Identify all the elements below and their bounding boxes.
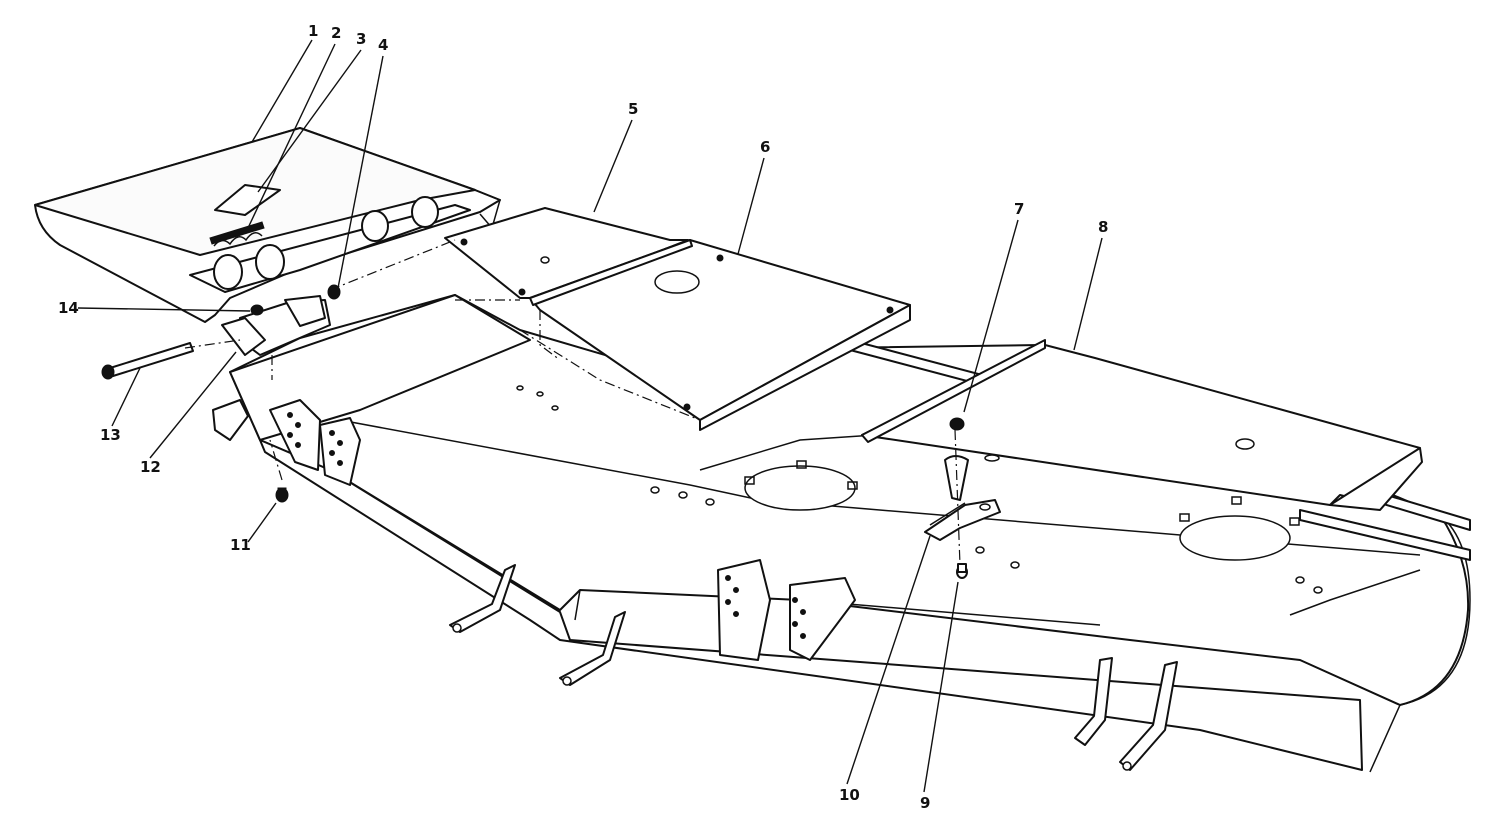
lower-bolt (956, 563, 968, 579)
callout-6-leader (737, 157, 765, 255)
callout-7: 7 (1014, 200, 1024, 218)
callout-12-leader (149, 351, 237, 459)
gauge-wheel-brackets (269, 399, 856, 661)
discharge-chute-cover (34, 127, 501, 323)
callout-2: 2 (331, 24, 341, 42)
center-belt-cover (529, 239, 911, 431)
callout-9: 9 (920, 794, 930, 812)
callout-14: 14 (58, 299, 79, 317)
callout-12: 12 (140, 458, 161, 476)
callout-11: 11 (230, 536, 251, 554)
cover-nut (949, 417, 965, 431)
carriage-bolt (275, 487, 289, 503)
callout-4-leader (337, 55, 384, 289)
callout-5-leader (593, 119, 633, 213)
callout-11-leader (247, 502, 277, 543)
callout-1-leader (251, 39, 313, 143)
callout-3: 3 (356, 30, 366, 48)
callout-leaders (77, 39, 1103, 793)
callout-13: 13 (100, 426, 121, 444)
assembly-center-lines (184, 239, 961, 566)
hanger-arms (212, 399, 1178, 771)
callout-7-leader (963, 219, 1019, 413)
callout-8-leader (1073, 237, 1103, 351)
callout-13-leader (111, 367, 141, 427)
callout-labels: 1 2 3 4 5 6 7 8 9 10 11 12 13 14 (58, 22, 1108, 812)
hinge-spring-assembly (189, 196, 471, 356)
hinge-bolt (101, 342, 194, 380)
callout-8: 8 (1098, 218, 1108, 236)
callout-2-leader (247, 43, 336, 229)
callout-10: 10 (839, 786, 860, 804)
callout-1: 1 (308, 22, 318, 40)
callout-14-leader (77, 307, 251, 312)
callout-5: 5 (628, 100, 638, 118)
mower-deck-housing (229, 294, 1471, 773)
right-belt-cover (861, 339, 1423, 511)
callout-9-leader (923, 581, 959, 793)
callout-6: 6 (760, 138, 770, 156)
callout-4: 4 (378, 36, 388, 54)
belt-guard-bracket (924, 455, 1001, 541)
callout-10-leader (846, 535, 931, 785)
callout-3-leader (257, 49, 362, 193)
